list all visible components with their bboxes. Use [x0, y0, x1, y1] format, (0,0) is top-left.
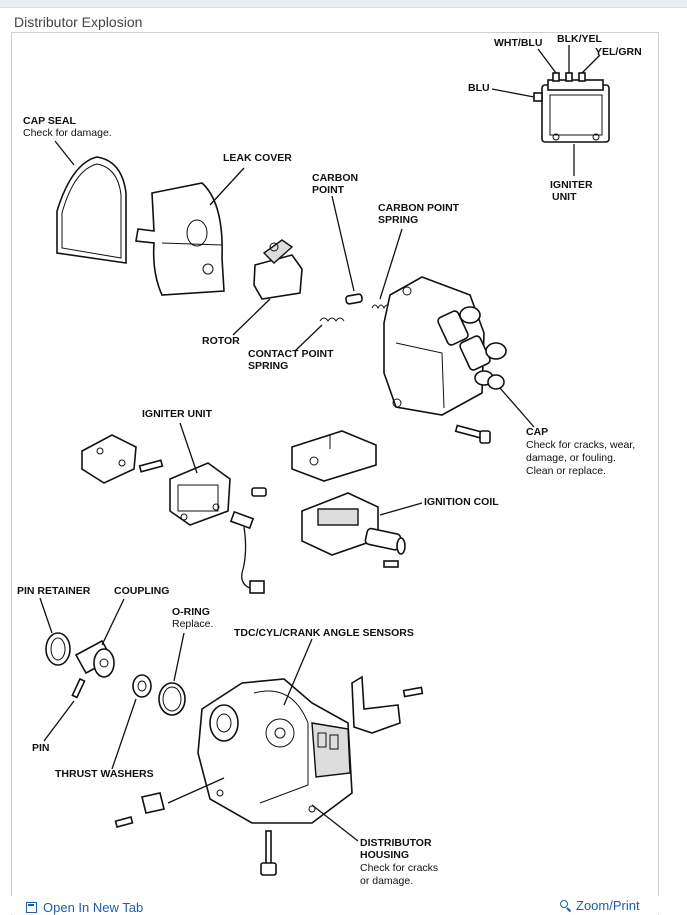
- label-carbon-point-1: CARBON: [312, 172, 358, 184]
- note-cap-seal: Check for damage.: [23, 127, 112, 139]
- housing-bolt-part: [260, 830, 277, 876]
- leak-cover-part: [135, 182, 225, 296]
- label-igniter-unit-top-2: UNIT: [552, 191, 577, 203]
- coil-screw-part: [383, 560, 399, 568]
- carbon-point-spring-part: [371, 304, 391, 310]
- contact-point-spring-part: [319, 317, 345, 322]
- distributor-diagram: WHT/BLU BLK/YEL YEL/GRN BLU IGNITER UNIT…: [17, 33, 642, 887]
- label-carbon-point-spring-2: SPRING: [378, 214, 418, 226]
- label-ignition-coil: IGNITION COIL: [424, 496, 499, 508]
- pin-retainer-part: [45, 632, 71, 666]
- thrust-washer-part: [132, 674, 152, 698]
- top-bar: [0, 0, 687, 8]
- bottom-plate-part: [114, 792, 165, 828]
- label-carbon-point-2: POINT: [312, 184, 345, 196]
- igniter-bracket-part: [81, 434, 137, 484]
- note-cap-1: Check for cracks, wear,: [526, 439, 635, 451]
- label-leak-cover: LEAK COVER: [223, 152, 292, 164]
- cap-seal-part: [56, 156, 127, 264]
- label-contact-point-spring-2: SPRING: [248, 360, 288, 372]
- coupling-part: [74, 639, 115, 678]
- distributor-cap-part: [383, 276, 507, 416]
- zoom-print-label: Zoom/Print: [576, 898, 640, 913]
- cap-screw-part: [454, 424, 491, 444]
- label-cap-seal: CAP SEAL: [23, 115, 76, 127]
- open-new-tab-icon: [26, 902, 37, 913]
- connector-part: [251, 487, 267, 497]
- sensor-bracket-part: [351, 675, 424, 734]
- note-housing-1: Check for cracks: [360, 862, 438, 874]
- diagram-frame: WHT/BLU BLK/YEL YEL/GRN BLU IGNITER UNIT…: [11, 32, 659, 915]
- label-contact-point-spring-1: CONTACT POINT: [248, 348, 334, 360]
- note-housing-2: or damage.: [360, 875, 413, 887]
- label-cap: CAP: [526, 426, 548, 438]
- note-cap-3: Clean or replace.: [526, 465, 606, 477]
- label-blu: BLU: [468, 82, 490, 94]
- note-cap-2: damage, or fouling.: [526, 452, 616, 464]
- label-wht-blu: WHT/BLU: [494, 37, 542, 49]
- label-pin-retainer: PIN RETAINER: [17, 585, 91, 597]
- label-thrust-washers: THRUST WASHERS: [55, 768, 154, 780]
- ignition-coil-part: [301, 492, 406, 556]
- o-ring-part: [158, 682, 186, 716]
- footer-bar: [0, 896, 687, 914]
- label-distributor-housing-1: DISTRIBUTOR: [360, 837, 432, 849]
- note-o-ring: Replace.: [172, 618, 213, 630]
- distributor-housing-part: [197, 678, 353, 824]
- label-blk-yel: BLK/YEL: [557, 33, 603, 45]
- open-new-tab-label: Open In New Tab: [43, 900, 144, 915]
- pin-part: [71, 677, 86, 699]
- label-coupling: COUPLING: [114, 585, 169, 597]
- zoom-print-link[interactable]: Zoom/Print: [560, 898, 640, 913]
- magnifier-icon: [560, 899, 572, 912]
- label-tdc-sensors: TDC/CYL/CRANK ANGLE SENSORS: [234, 627, 414, 639]
- igniter-unit-top-part: [533, 72, 610, 143]
- label-rotor: ROTOR: [202, 335, 240, 347]
- igniter-screw-part: [138, 459, 164, 473]
- open-new-tab-link[interactable]: Open In New Tab: [26, 900, 143, 915]
- wire-harness-part: [229, 510, 265, 594]
- label-pin: PIN: [32, 742, 50, 754]
- label-yel-grn: YEL/GRN: [595, 46, 642, 58]
- label-distributor-housing-2: HOUSING: [360, 849, 409, 861]
- label-igniter-unit-top-1: IGNITER: [550, 179, 593, 191]
- label-carbon-point-spring-1: CARBON POINT: [378, 202, 460, 214]
- igniter-unit-part: [169, 462, 231, 526]
- carbon-point-part: [345, 293, 363, 305]
- label-igniter-unit: IGNITER UNIT: [142, 408, 213, 420]
- label-o-ring: O-RING: [172, 606, 210, 618]
- rotor-part: [253, 239, 303, 300]
- ignition-coil-cover-part: [291, 430, 377, 482]
- panel-title: Distributor Explosion: [14, 14, 143, 30]
